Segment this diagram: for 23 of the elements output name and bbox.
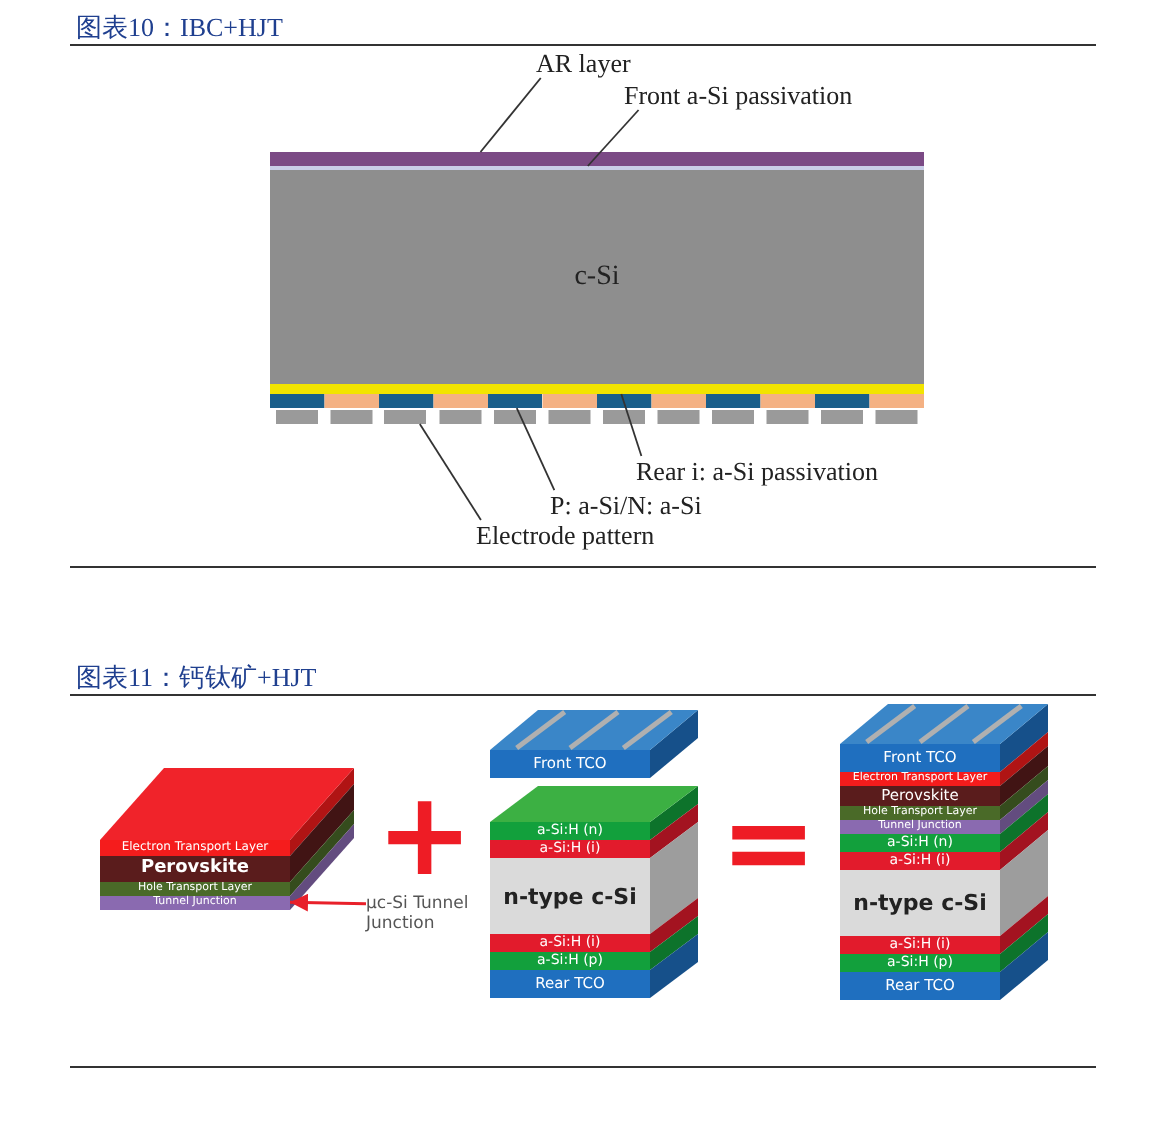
equals-sign: = [720,784,818,900]
layer-label: Rear i: a-Si passivation [636,456,936,486]
figure-heading: 图表10：IBC+HJT [76,10,283,46]
arrow [289,893,367,912]
plus-sign: + [376,776,474,892]
leader-line [479,77,542,153]
leader-line [418,423,482,521]
layer-label: P: a-Si/N: a-Si [550,490,750,520]
figure-heading: 图表11：钙钛矿+HJT [76,660,317,696]
layer-label: AR layer [536,50,660,78]
callout-label: μc-Si Tunnel Junction [366,888,490,940]
layer-label: Front a-Si passivation [624,82,904,110]
layer-label: Electrode pattern [476,520,706,550]
layer-band: n-type c-Si [840,870,1000,936]
layer-bar [488,394,542,408]
layer-bar [270,152,924,166]
leader-line [620,393,643,457]
leader-line [515,407,556,491]
silicon-layer: c-Si [270,170,924,384]
layer-band: n-type c-Si [490,858,650,934]
layer-bar [384,410,426,424]
layer-band: Perovskite [100,856,290,882]
layer-bar [270,384,924,394]
